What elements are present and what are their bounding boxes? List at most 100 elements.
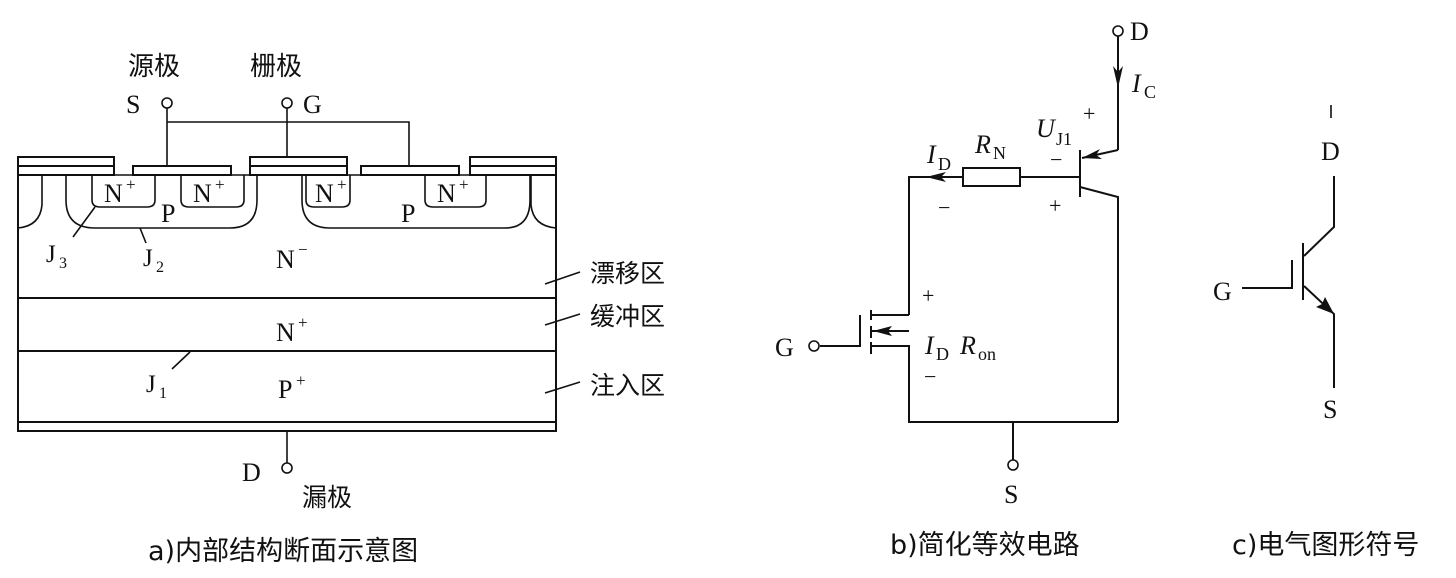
svg-text:−: −: [298, 240, 308, 259]
mosfet-arrow-icon: [873, 326, 892, 336]
drain-terminal-label: D: [1130, 17, 1149, 46]
device-side-walls: [17, 175, 557, 425]
svg-text:J: J: [143, 245, 153, 272]
injection-label-leader: [544, 381, 581, 394]
gate-terminal-label: G: [775, 333, 794, 362]
n-plus-well-2: [180, 175, 245, 208]
drain-metal: [17, 421, 557, 432]
gate-name-label: 栅极: [250, 52, 302, 82]
svg-text:N: N: [276, 318, 295, 347]
mosfet-gate: [820, 315, 861, 347]
svg-text:D: D: [938, 154, 951, 174]
gate-terminal-circle: [808, 340, 820, 352]
svg-text:+: +: [298, 313, 308, 332]
svg-text:P: P: [278, 375, 292, 404]
source-terminal-circle: [1007, 459, 1019, 471]
emitter-arrow-icon: [1316, 297, 1334, 314]
n-plus-well-4: [424, 175, 487, 208]
p-well-label-2: P: [401, 199, 415, 228]
n-plus-label-2: N+: [193, 175, 225, 208]
id-arrow-icon: [926, 172, 946, 182]
source-terminal-circle: [161, 97, 173, 109]
buffer-region-name: 缓冲区: [590, 302, 665, 331]
n-plus-label-3: N+: [315, 175, 347, 208]
svg-text:N: N: [315, 179, 334, 208]
svg-text:+: +: [126, 175, 136, 194]
minus-sign: −: [938, 195, 950, 220]
svg-text:N: N: [437, 179, 456, 208]
plus-sign: +: [1083, 101, 1095, 126]
drift-region-name: 漂移区: [590, 259, 665, 288]
emitter-arrow-icon: [1082, 149, 1102, 159]
svg-text:+: +: [296, 371, 306, 390]
n-plus-well-3: [305, 175, 351, 208]
id-ron-label: I D R on: [924, 331, 996, 364]
gate-stack-center: [249, 156, 348, 176]
svg-text:R: R: [974, 130, 991, 159]
id-wire: [908, 176, 963, 315]
drain-symbol-label: D: [242, 458, 261, 487]
svg-text:I: I: [926, 140, 937, 169]
svg-text:N: N: [993, 143, 1006, 163]
injection-region-name: 注入区: [590, 371, 665, 400]
gate-stack-right: [469, 156, 557, 176]
p-well-label-1: P: [161, 199, 175, 228]
n-plus-label-4: N+: [437, 175, 469, 208]
source-contact-left: [132, 165, 232, 176]
buffer-region-label: N+: [276, 313, 308, 347]
drain-terminal-label: D: [1321, 137, 1340, 166]
svg-text:N: N: [193, 179, 212, 208]
source-symbol-label: S: [126, 90, 140, 119]
n-plus-well-1: [91, 175, 156, 208]
svg-text:J1: J1: [1056, 129, 1072, 149]
gate-terminal-label: G: [1213, 277, 1232, 306]
p-well-edge-right: [530, 175, 557, 229]
j1-leader: [171, 351, 191, 370]
resistor-rn: [962, 167, 1021, 187]
drain-terminal-circle: [281, 462, 293, 474]
injection-region-label: P+: [278, 371, 306, 404]
cross-section-diagram: 源极 栅极 S G: [17, 52, 665, 567]
j2-leader: [139, 227, 147, 244]
buffer-label-leader: [544, 313, 581, 326]
source-wire: [166, 108, 410, 166]
svg-text:U: U: [1036, 114, 1057, 143]
plus-sign: +: [1049, 193, 1061, 218]
figure-a-caption: a)内部结构断面示意图: [148, 536, 418, 567]
plus-sign: +: [922, 283, 934, 308]
collector-line: [1303, 176, 1335, 257]
gate-stack-left: [17, 156, 115, 176]
svg-text:N: N: [104, 179, 123, 208]
svg-text:2: 2: [156, 259, 164, 276]
source-contact-right: [360, 165, 460, 176]
svg-text:I: I: [1131, 69, 1142, 98]
svg-text:J: J: [46, 241, 56, 268]
svg-text:D: D: [936, 344, 949, 364]
p-well-right: [301, 175, 531, 229]
emitter-line: [1303, 285, 1335, 388]
svg-text:R: R: [959, 331, 976, 360]
drain-terminal-circle: [1112, 25, 1124, 37]
figure-c-caption: c)电气图形符号: [1232, 530, 1419, 561]
gate-terminal-circle: [281, 97, 293, 109]
n-plus-label-1: N+: [104, 175, 136, 208]
drift-label-leader: [544, 271, 581, 285]
source-terminal-label: S: [1004, 480, 1018, 509]
minus-sign: −: [924, 364, 936, 389]
minus-sign: −: [1050, 147, 1062, 172]
svg-text:+: +: [337, 175, 347, 194]
svg-text:C: C: [1144, 82, 1156, 102]
p-well-left: [65, 175, 258, 229]
drain-name-label: 漏极: [302, 483, 352, 512]
source-terminal-label: S: [1323, 395, 1337, 424]
svg-text:3: 3: [59, 255, 67, 272]
drift-region-label: N−: [276, 240, 308, 274]
